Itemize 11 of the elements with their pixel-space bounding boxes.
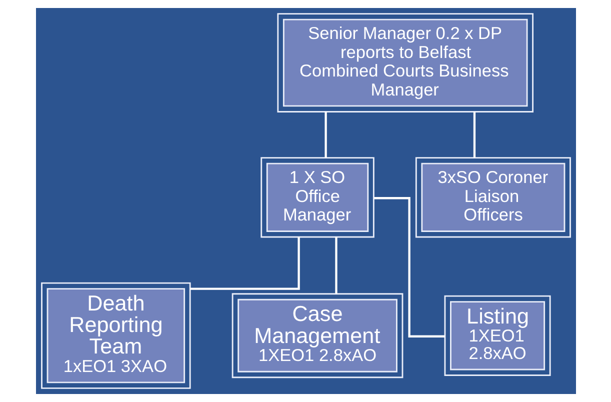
node-box: Case Management 1XEO1 2.8xAO [231,293,403,378]
connector [324,112,326,158]
connector [374,197,444,338]
connector [334,237,337,294]
node-box: Senior Manager 0.2 x DP reports to Belfast Combined Courts Business Manager [276,13,534,112]
node-box: Listing 1XEO1 2.8xAO [444,295,550,376]
node-box: 3xSO Coroner Liaison Officers [414,157,570,238]
connector [472,112,476,158]
connector [190,237,300,290]
node-box: Death Reporting Team 1xEO1 3XAO [40,282,190,389]
node-box: 1 X SO Office Manager [260,157,374,238]
